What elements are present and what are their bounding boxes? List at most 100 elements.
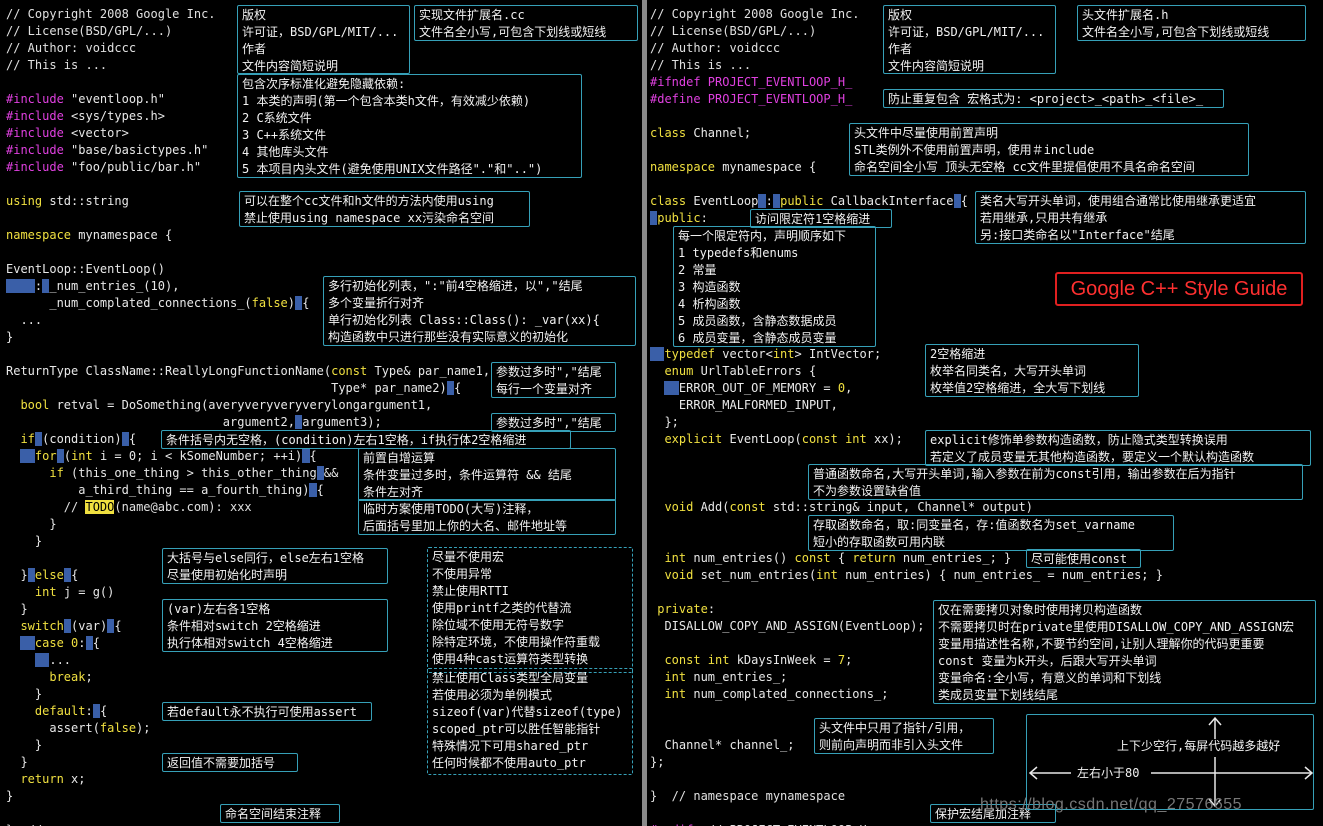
code-token: { (71, 568, 79, 582)
note-line: 不使用异常 (432, 567, 493, 581)
code-token: Channel* channel_; (650, 738, 795, 752)
code-token: { (960, 194, 968, 208)
note-params-2: 参数过多时","结尾 (491, 413, 616, 432)
code-token (650, 381, 664, 395)
code-token (63, 619, 72, 633)
note-line: 临时方案使用TODO(大写)注释， (363, 502, 539, 516)
code-token: bool (20, 398, 57, 412)
code-token: (this_one_thing > this_other_thing (71, 466, 317, 480)
note-line: 头文件中尽量使用前置声明 (854, 126, 999, 140)
code-token: void (664, 568, 701, 582)
code-token: return (20, 772, 72, 786)
panel-divider (642, 0, 647, 826)
note-line: 版权 (888, 8, 913, 22)
code-token (6, 585, 35, 599)
code-line: // This is ... (650, 57, 751, 74)
code-token: using (6, 194, 50, 208)
code-token (56, 449, 64, 463)
code-token (446, 381, 454, 395)
note-switch: (var)左右各1空格条件相对switch 2空格缩进执行体相对switch 4… (162, 599, 388, 652)
note-line: 短小的存取函数可用内联 (813, 535, 946, 549)
code-token (316, 466, 324, 480)
code-line: EventLoop::EventLoop() (6, 261, 165, 278)
code-token (20, 636, 35, 650)
code-token: Type* par_name2) (6, 381, 447, 395)
note-line: 2 常量 (678, 263, 717, 277)
code-token: mynamespace { (78, 228, 173, 242)
code-token: _num_complated_connections_( (6, 296, 252, 310)
code-token: j = g() (63, 585, 115, 599)
code-token: } // namespace mynamespace (650, 789, 846, 803)
code-token: mynamespace { (722, 160, 817, 174)
code-line: assert(false); (6, 720, 150, 737)
code-token: num_entries_; } (902, 551, 1012, 565)
note-line: 1 本类的声明(第一个包含本类h文件，有效减少依赖) (242, 94, 531, 108)
code-token: // Copyright 2008 Google Inc. (6, 7, 216, 21)
code-token: num_entries() (693, 551, 795, 565)
brand-label: Google C++ Style Guide (1055, 272, 1303, 306)
note-todo: 临时方案使用TODO(大写)注释，后面括号里加上你的大名、邮件地址等 (358, 499, 616, 535)
note-line: 1 typedefs和enums (678, 246, 799, 260)
code-token: ReturnType ClassName::ReallyLongFunction… (6, 364, 332, 378)
code-token: if (20, 432, 35, 446)
code-line: const int kDaysInWeek = 7; (650, 652, 852, 669)
code-line: }; (650, 754, 664, 771)
code-token: int (664, 670, 694, 684)
code-token: TODO (85, 500, 115, 514)
note-const: 尽可能使用const (1026, 549, 1141, 568)
code-line: }; (650, 414, 679, 431)
vertical-hint-text: 上下少空行,每屏代码越多越好 (1117, 739, 1281, 753)
code-line: class Channel; (650, 125, 751, 142)
note-line: 若default永不执行可使用assert (167, 705, 357, 719)
code-token: int (772, 347, 795, 361)
code-token: // (6, 500, 86, 514)
code-token: void (664, 500, 701, 514)
code-token: #define (650, 92, 708, 106)
code-token: { (837, 551, 853, 565)
code-line: // License(BSD/GPL/...) (6, 23, 172, 40)
note-line: 2 C系统文件 (242, 111, 312, 125)
code-token: DISALLOW_COPY_AND_ASSIGN(EventLoop); (650, 619, 925, 633)
code-token: Channel; (693, 126, 752, 140)
code-token (309, 483, 317, 497)
code-token (63, 568, 72, 582)
note-line: 若定义了成员变量无其他构造函数，要定义一个默认构造函数 (930, 450, 1255, 464)
code-line: a_third_thing == a_fourth_thing) { (6, 482, 324, 499)
h-file-panel: // Copyright 2008 Google Inc.// License(… (648, 0, 1323, 826)
code-line: } (6, 533, 42, 550)
code-line: for (int i = 0; i < kSomeNumber; ++i) { (6, 448, 317, 465)
code-token: }; (650, 415, 679, 429)
code-token (6, 636, 20, 650)
note-line: 许可证，BSD/GPL/MIT/... (888, 25, 1045, 39)
code-token: assert( (6, 721, 100, 735)
note-line: 变量用描述性名称,不要节约空间,让别人理解你的代码更重要 (938, 637, 1265, 651)
code-token: // Author: voidccc (650, 41, 781, 55)
note-private: 仅在需要拷贝对象时使用拷贝构造函数不需要拷贝时在private里使用DISALL… (933, 600, 1316, 704)
code-token: const (331, 364, 375, 378)
code-token: x; (71, 772, 86, 786)
note-line: 条件相对switch 2空格缩进 (167, 619, 321, 633)
code-line: // This is ... (6, 57, 107, 74)
code-token: public (657, 211, 701, 225)
note-line: 头文件扩展名.h (1082, 8, 1169, 22)
code-token: PROJECT_EVENTLOOP_H_ (707, 92, 853, 106)
code-token: int (664, 687, 694, 701)
note-line: 大括号与else同行，else左右1空格 (167, 551, 365, 565)
code-line: int num_complated_connections_; (650, 686, 888, 703)
code-line: Type* par_name2) { (6, 380, 461, 397)
note-line: 若使用必须为单例模式 (432, 688, 553, 702)
code-token: } (6, 568, 28, 582)
code-token: const (794, 551, 838, 565)
note-pointer: 头文件中只用了指针/引用，则前向声明而非引入头文件 (814, 718, 994, 754)
code-token: } // namespace mynamespace (6, 823, 201, 826)
code-token: ERROR_MALFORMED_INPUT, (650, 398, 838, 412)
code-token: #include (6, 126, 72, 140)
cc-file-panel: // Copyright 2008 Google Inc. // License(… (0, 0, 641, 826)
code-line: namespace mynamespace { (6, 227, 172, 244)
note-indent: 2空格缩进枚举名同类名，大写开头单词枚举值2空格缩进，全大写下划线 (925, 344, 1139, 397)
code-token: xx); (873, 432, 903, 446)
code-token: } (6, 738, 43, 752)
code-line: Channel* channel_; (650, 737, 795, 754)
